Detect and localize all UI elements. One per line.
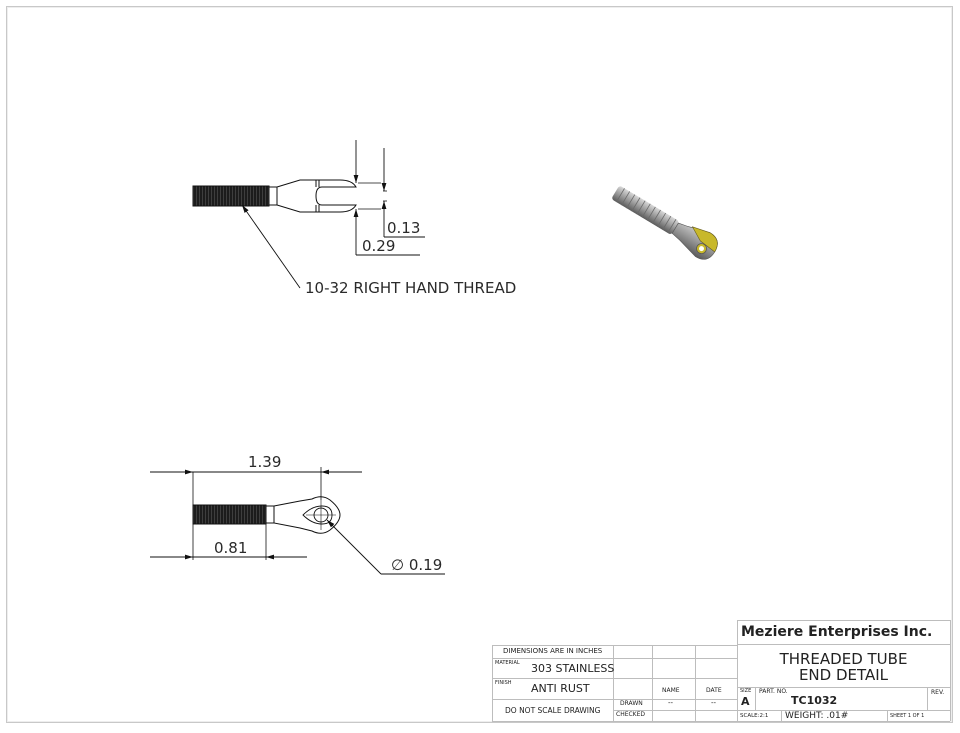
do-not-scale-note: DO NOT SCALE DRAWING bbox=[505, 706, 601, 715]
part-no-label: PART. NO. bbox=[759, 688, 788, 695]
drawing-title: THREADED TUBE END DETAIL bbox=[737, 651, 950, 683]
drawn-name: -- bbox=[668, 699, 674, 707]
isometric-view bbox=[612, 186, 718, 260]
dim-jaw-width: 0.29 bbox=[362, 237, 395, 255]
sheet-number: SHEET 1 OF 1 bbox=[890, 713, 925, 719]
col-name: NAME bbox=[662, 687, 680, 694]
material-value: 303 STAINLESS bbox=[531, 662, 615, 675]
top-view: 0.29 0.13 10-32 RIGHT HAND THREAD bbox=[192, 140, 516, 297]
part-no-value: TC1032 bbox=[791, 694, 838, 707]
finish-label: FINISH bbox=[495, 680, 512, 686]
title-line-2: END DETAIL bbox=[798, 666, 889, 684]
thread-section-front bbox=[192, 504, 267, 525]
row-drawn: DRAWN bbox=[620, 700, 643, 707]
dim-thread-length: 0.81 bbox=[214, 539, 247, 557]
rev-label: REV. bbox=[931, 689, 945, 696]
thread-section bbox=[192, 185, 270, 207]
drawn-date: -- bbox=[711, 699, 717, 707]
sheet-border bbox=[6, 6, 953, 723]
size-label: SIZE bbox=[740, 688, 752, 694]
thread-callout: 10-32 RIGHT HAND THREAD bbox=[305, 279, 516, 297]
material-label: MATERIAL bbox=[495, 660, 520, 666]
dim-overall-length: 1.39 bbox=[248, 453, 281, 471]
dim-hole-diameter: ∅ 0.19 bbox=[391, 556, 442, 574]
clevis-fork bbox=[276, 179, 357, 213]
col-date: DATE bbox=[706, 687, 722, 694]
weight-value: WEIGHT: .01# bbox=[785, 711, 849, 721]
scale-value: SCALE:2:1 bbox=[740, 713, 769, 719]
title-line-1: THREADED TUBE bbox=[779, 650, 908, 668]
company-name: Meziere Enterprises Inc. bbox=[741, 624, 933, 640]
dimensions-note: DIMENSIONS ARE IN INCHES bbox=[503, 647, 603, 655]
size-value: A bbox=[741, 695, 750, 708]
finish-value: ANTI RUST bbox=[531, 682, 590, 695]
row-checked: CHECKED bbox=[616, 711, 646, 718]
front-view: 1.39 0.81 ∅ 0.19 bbox=[150, 453, 445, 575]
dim-slot-width: 0.13 bbox=[387, 219, 420, 237]
